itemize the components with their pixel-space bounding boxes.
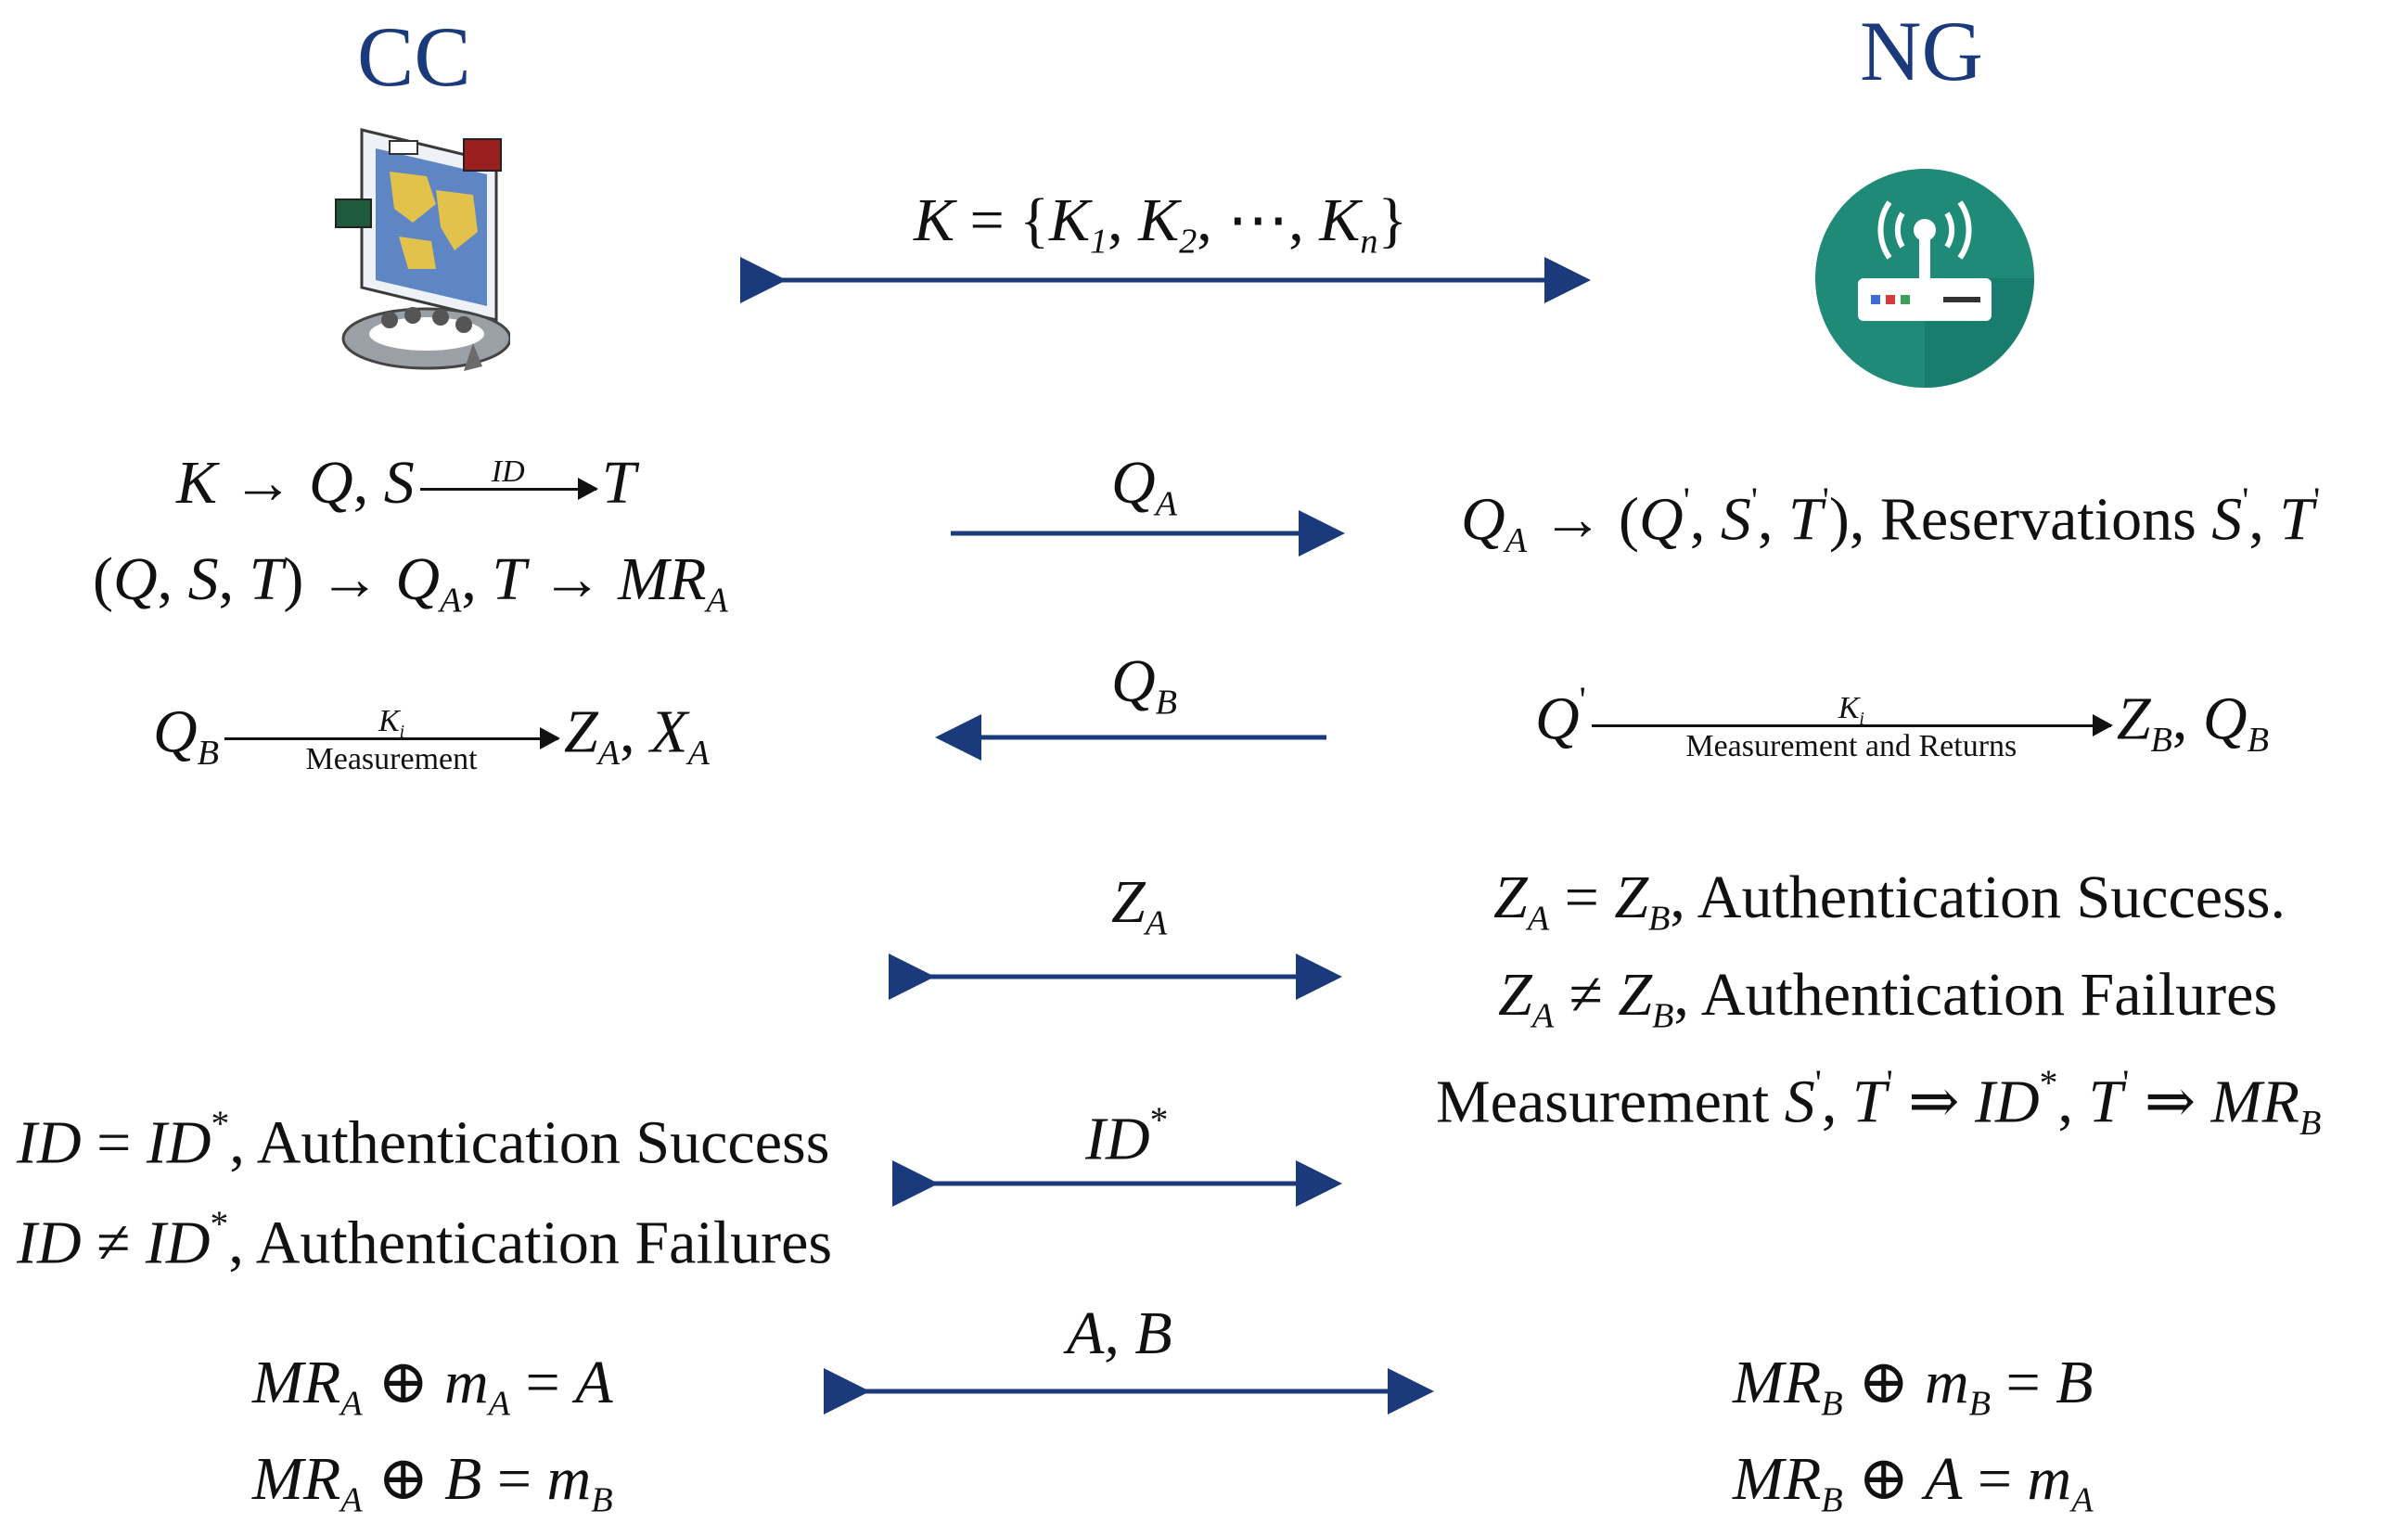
cc-auth-fail: ID ≠ ID*, Authentication Failures [17,1203,833,1277]
key-set-label: K = {K1, K2, ⋯, Kn} [914,186,1408,262]
router-icon [1815,169,2034,388]
control-center-icon [335,128,510,371]
ng-title: NG [1860,4,1983,98]
cc-xor-2: MRA ⊕ B = mB [252,1445,613,1520]
ng-measure: Measurement S', T' ⇒ ID*, T' ⇒ MRB [1436,1062,2322,1144]
msg-qa-label: QA [1111,449,1178,524]
ng-xor-2: MRB ⊕ A = mA [1733,1445,2094,1520]
cc-xor-1: MRA ⊕ mA = A [252,1349,613,1424]
msg-qb-label: QB [1111,647,1178,723]
msg-ab-label: A, B [1067,1299,1172,1367]
ng-auth-success: ZA = ZB, Authentication Success. [1493,864,2286,939]
ng-step1: QA → (Q', S', T'), Reservations S', T' [1461,480,2321,561]
msg-id-label: ID* [1085,1099,1169,1173]
cc-step2: (Q, S, T) → QA, T → MRA [93,545,728,621]
ng-xor-1: MRB ⊕ mB = B [1733,1349,2094,1424]
msg-za-label: ZA [1111,868,1168,943]
cc-auth-success: ID = ID*, Authentication Success [17,1103,830,1177]
ng-auth-fail: ZA ≠ ZB, Authentication Failures [1498,961,2278,1036]
cc-title: CC [357,9,471,104]
